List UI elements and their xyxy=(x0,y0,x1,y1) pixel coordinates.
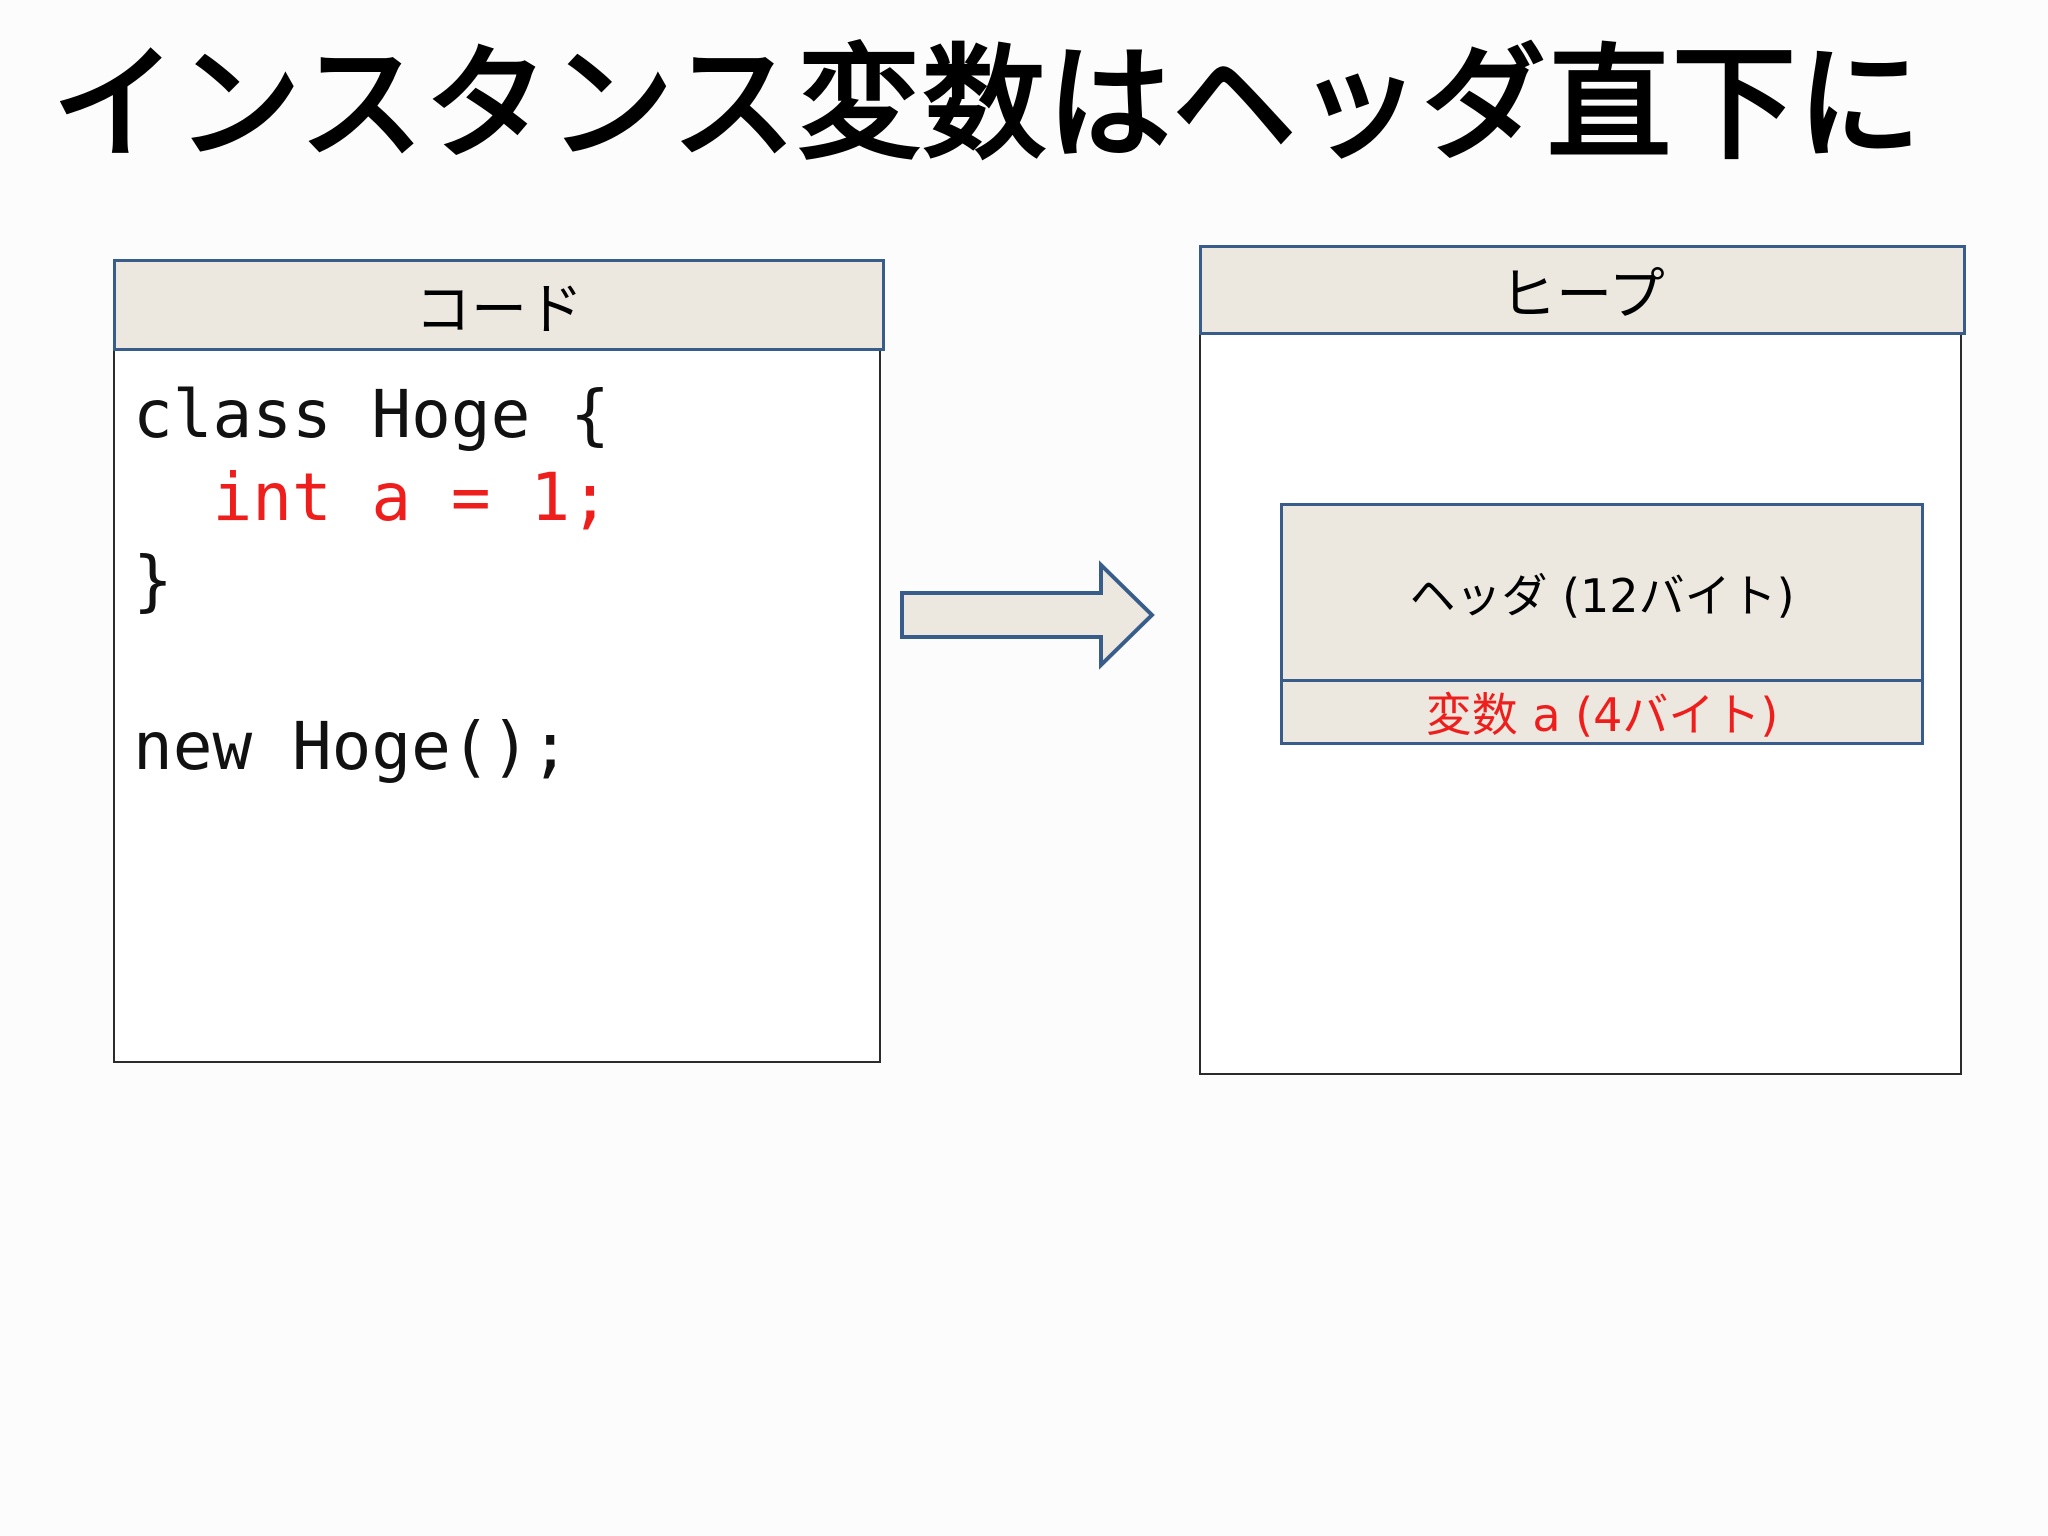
code-line-highlighted: int a = 1; xyxy=(133,459,610,536)
right-arrow-icon xyxy=(900,560,1155,670)
code-panel: コード class Hoge { int a = 1; } new Hoge()… xyxy=(113,259,885,1063)
heap-panel: ヒープ ヘッダ (12バイト) 変数 a (4バイト) xyxy=(1199,245,1966,1075)
variable-a-block: 変数 a (4バイト) xyxy=(1280,679,1924,745)
slide-title: インスタンス変数はヘッダ直下に xyxy=(52,33,1923,177)
variable-a-block-label: 変数 a (4バイト) xyxy=(1425,688,1779,742)
code-line: } xyxy=(133,542,173,619)
code-line: new Hoge(); xyxy=(133,708,571,785)
code-listing: class Hoge { int a = 1; } new Hoge(); xyxy=(115,351,879,1061)
heap-panel-header: ヒープ xyxy=(1199,245,1966,335)
object-header-block: ヘッダ (12バイト) xyxy=(1280,503,1924,682)
heap-panel-header-label: ヒープ xyxy=(1500,262,1665,328)
code-line: class Hoge { xyxy=(133,376,610,453)
right-arrow-shape xyxy=(900,560,1155,670)
object-header-block-label: ヘッダ (12バイト) xyxy=(1409,568,1795,623)
code-panel-header-label: コード xyxy=(415,277,583,343)
code-line-blank xyxy=(133,622,861,705)
code-panel-header: コード xyxy=(113,259,885,351)
